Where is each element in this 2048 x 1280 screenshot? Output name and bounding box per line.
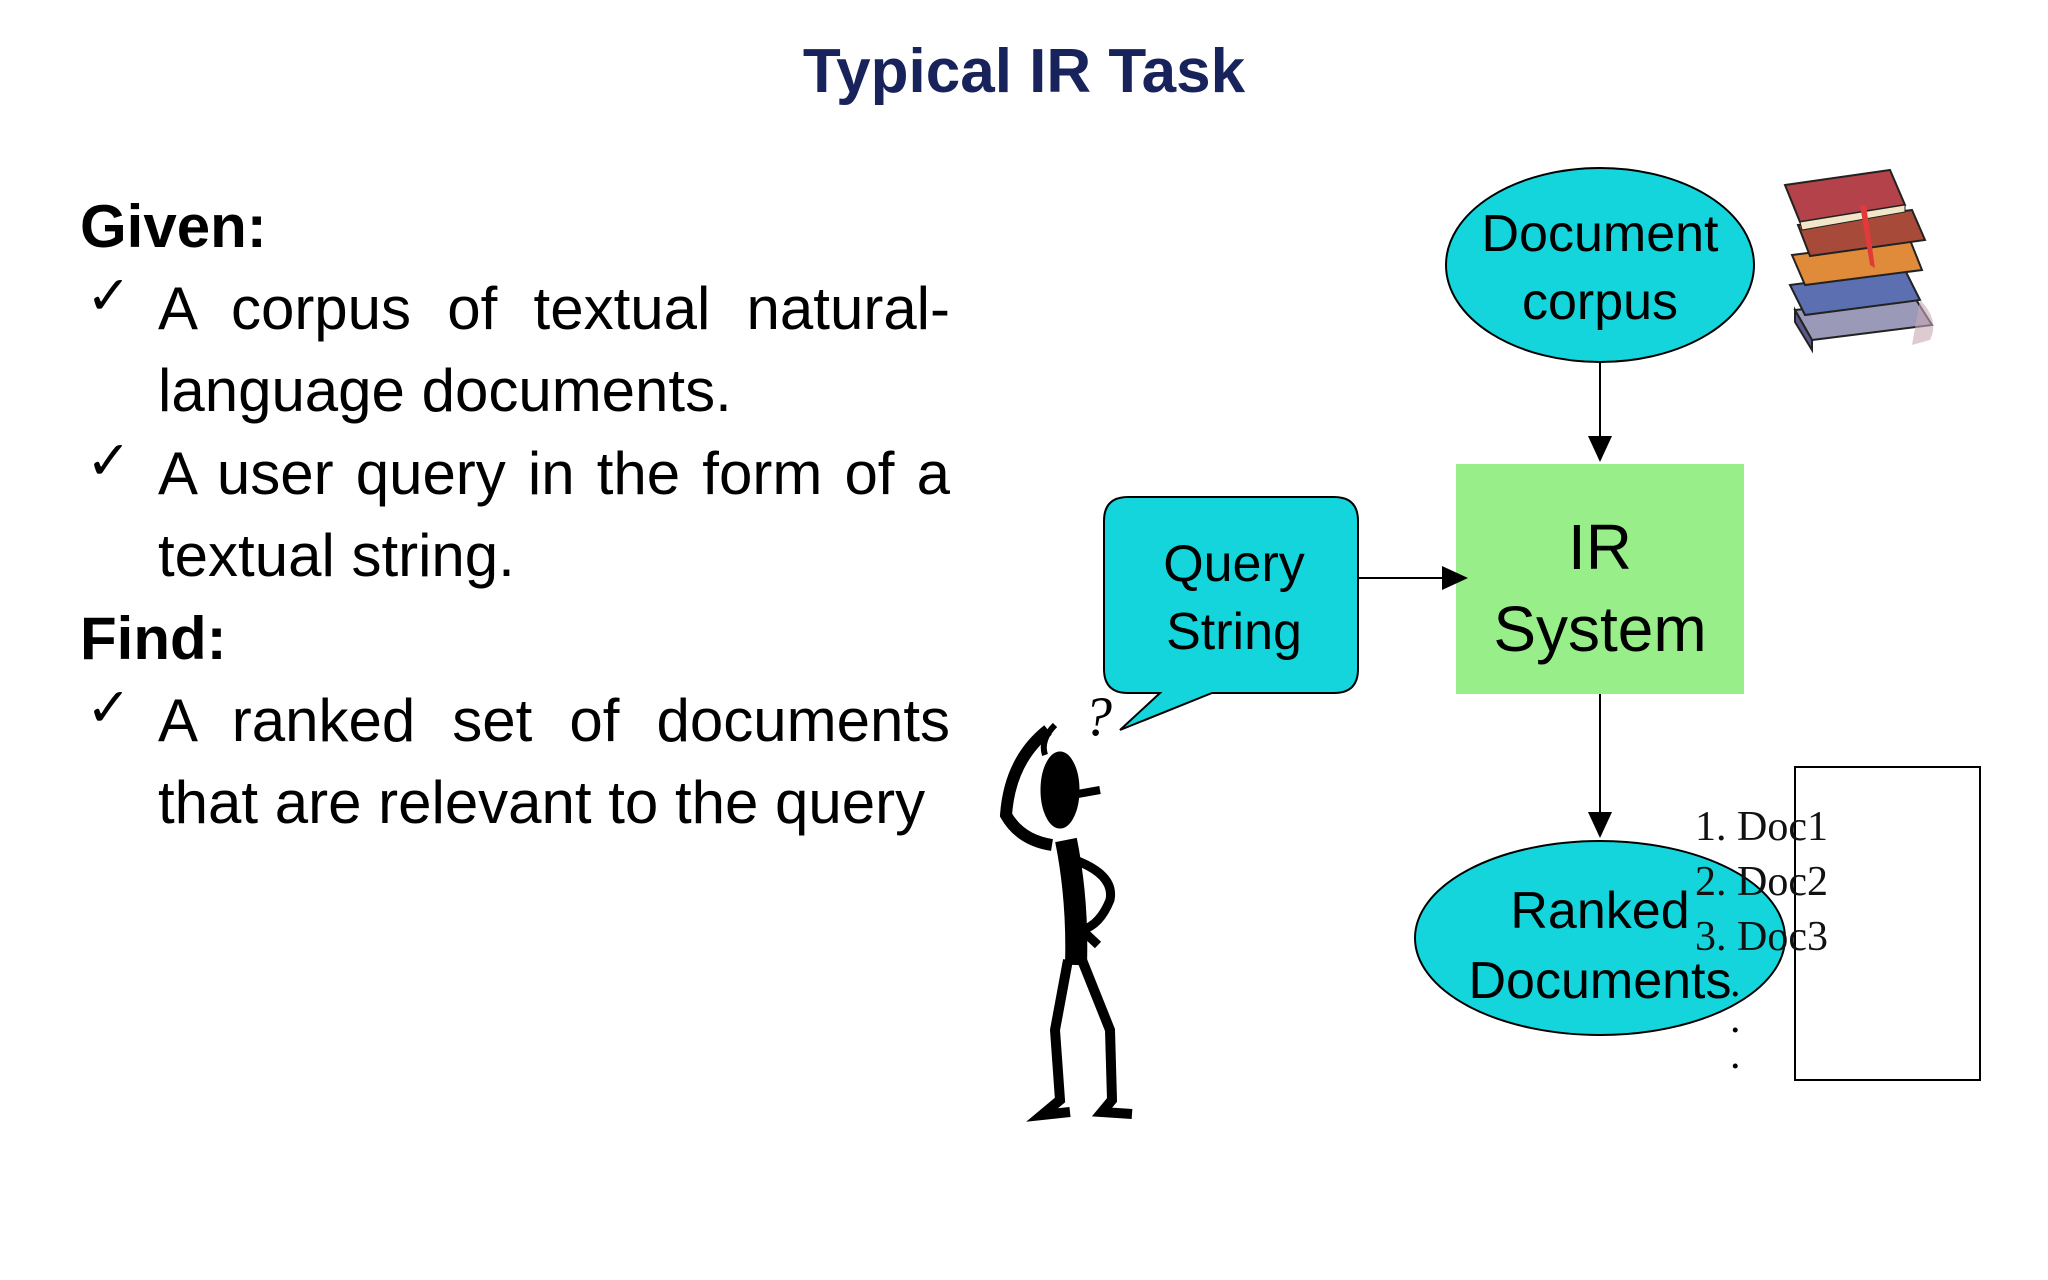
question-mark: ?	[1084, 686, 1112, 748]
checkmark-icon: ✓	[86, 676, 132, 739]
ranked-list-box	[1794, 766, 1981, 1081]
ranked-documents-node	[1414, 840, 1786, 1036]
thinking-person-icon	[999, 722, 1133, 1122]
ranked-list: 1. Doc1 2. Doc2 3. Doc3	[1695, 800, 1828, 965]
find-heading: Find:	[80, 605, 227, 672]
query-string-callout	[1103, 496, 1359, 731]
query-string-label: Query String	[1163, 535, 1305, 661]
ranked-list-item: 2. Doc2	[1695, 859, 1828, 905]
document-corpus-label: Document corpus	[1481, 205, 1719, 331]
slide-title: Typical IR Task	[802, 37, 1246, 106]
given-item-1: ✓ A corpus of textual natural-language d…	[80, 264, 950, 432]
given-item-text: A user query in the form of a textual st…	[158, 440, 950, 589]
find-item-1: ✓ A ranked set of documents that are rel…	[80, 676, 950, 844]
checkmark-icon: ✓	[86, 264, 132, 327]
ranked-list-ellipsis: ...	[1730, 960, 1741, 1078]
ir-system-node	[1456, 464, 1744, 694]
given-item-2: ✓ A user query in the form of a textual …	[80, 429, 950, 597]
ranked-documents-label: Ranked Documents	[1468, 882, 1732, 1010]
given-heading: Given:	[80, 193, 267, 260]
ranked-list-item: 3. Doc3	[1695, 914, 1828, 960]
find-item-text: A ranked set of documents that are relev…	[158, 687, 950, 836]
books-icon	[1783, 168, 1934, 354]
given-item-text: A corpus of textual natural-language doc…	[158, 275, 950, 424]
checkmark-icon: ✓	[86, 429, 132, 492]
ranked-list-item: 1. Doc1	[1695, 804, 1828, 850]
ir-system-label: IR System	[1493, 511, 1707, 665]
